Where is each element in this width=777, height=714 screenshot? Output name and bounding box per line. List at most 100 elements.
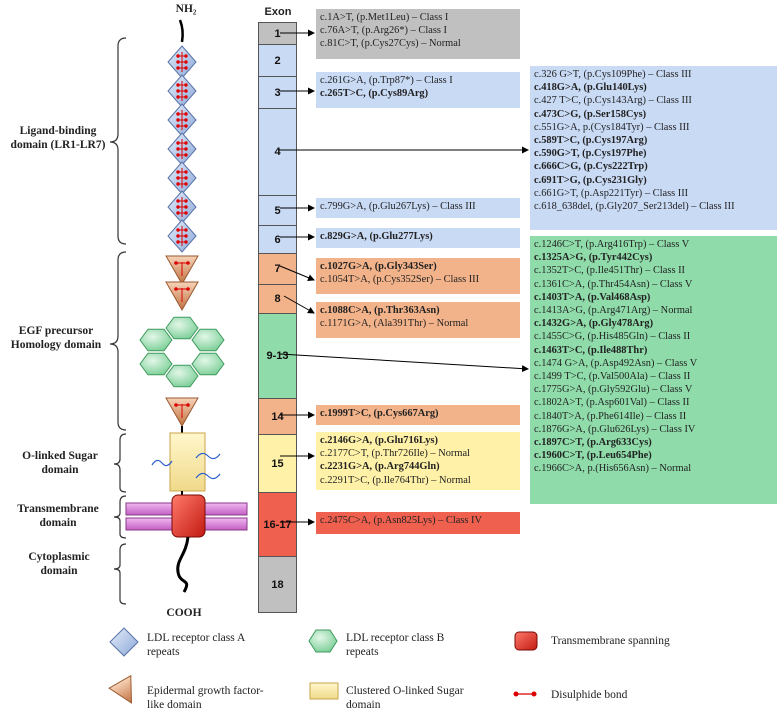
- mutation-entry: c.1361C>A, (p.Thr454Asn) – Class V: [534, 278, 693, 290]
- ldl-class-b-hexagon: [139, 328, 173, 352]
- mutation-entry: c.551G>A, p.(Cys184Tyr) – Class III: [534, 121, 690, 133]
- mutation-box-exon-9-13: c.1246C>T, (p.Arg416Trp) – Class V c.1325…: [530, 236, 777, 504]
- exon-4: 4: [258, 108, 297, 196]
- transmembrane-rounded-square-icon: [514, 631, 538, 651]
- legend-label-egf: Epidermal growth factor-like domain: [147, 685, 264, 711]
- exon-15: 15: [258, 434, 297, 493]
- mutation-entry: c.1463T>C, (p.Ile488Thr): [534, 344, 648, 356]
- mutation-entry: c.1432G>A, (p.Gly478Arg): [534, 318, 654, 330]
- mutation-entry: c.1960C>T, (p.Leu654Phe): [534, 450, 652, 462]
- mutation-entry: c.1499 T>C, (p.Val500Ala) – Class II: [534, 371, 691, 383]
- ldl-class-a-repeat: [167, 161, 197, 195]
- egf-triangle-1: [165, 255, 199, 286]
- disulphide-bond-icon: [513, 691, 537, 697]
- mutation-entry: c.1246C>T, (p.Arg416Trp) – Class V: [534, 239, 690, 250]
- exon-6: 6: [258, 225, 297, 254]
- mutation-entry: c.261G>A, (p.Trp87*) – Class I: [320, 75, 453, 86]
- exon-7: 7: [258, 253, 297, 285]
- mutation-entry: c.661G>T, (p.Asp221Tyr) – Class III: [534, 187, 689, 199]
- mutation-box-exon-16-17: c.2475C>A, (p.Asn825Lys) – Class IV: [316, 512, 520, 534]
- mutation-box-exon-5: c.799G>A, (p.Glu267Lys) – Class III: [316, 198, 520, 218]
- ldl-class-a-repeat: [167, 45, 197, 79]
- mutation-box-exon-3: c.261G>A, (p.Trp87*) – Class I c.265T>C, …: [316, 72, 520, 108]
- ldl-class-b-hexagon: [191, 352, 225, 376]
- mutation-entry: c.76A>T, (p.Arg26*) – Class I: [320, 25, 447, 37]
- mutation-entry: c.427 T>C, (p.Cys143Arg) – Class III: [534, 95, 692, 107]
- mutation-entry: c.799G>A, (p.Glu267Lys) – Class III: [320, 201, 476, 212]
- mutation-box-exon-15: c.2146G>A, (p.Glu716Lys) c.2177C>T, (p.Th…: [316, 432, 520, 490]
- mutation-box-exon-1: c.1A>T, (p.Met1Leu) – Class I c.76A>T, (p…: [316, 9, 520, 59]
- mutation-entry: c.691T>G, (p.Cys231Gly): [534, 174, 647, 186]
- mutation-box-exon-7: c.1027G>A, (p.Gly343Ser) c.1054T>A, (p.Cy…: [316, 258, 520, 294]
- exon-3: 3: [258, 76, 297, 109]
- protein-structure: [125, 19, 248, 593]
- mutation-entry: c.265T>C, (p.Cys89Arg): [320, 88, 429, 100]
- mutation-entry: c.1413A>G, (p.Arg471Arg) – Normal: [534, 305, 693, 317]
- mutation-entry: c.1054T>A, (p.Cys352Ser) – Class III: [320, 274, 480, 286]
- mutation-entry: c.589T>C, (p.Cys197Arg): [534, 135, 648, 147]
- mutation-entry: c.1474 G>A, (p.Asp492Asn) – Class V: [534, 357, 698, 369]
- exon-18: 18: [258, 556, 297, 613]
- egf-triangle-3: [165, 397, 199, 428]
- mutation-entry: c.81C>T, (p.Cys27Cys) – Normal: [320, 38, 461, 50]
- transmembrane-segment: [171, 494, 206, 538]
- legend-label-transmembrane: Transmembrane spanning: [551, 635, 670, 647]
- mutation-entry: c.1171G>A, (Ala391Thr) – Normal: [320, 318, 469, 330]
- mutation-entry: c.1840T>A, (p.Phe614Ile) – Class II: [534, 410, 687, 422]
- mutation-entry: c.1455C>G, (p.His485Gln) – Class II: [534, 331, 691, 343]
- mutation-entry: c.1A>T, (p.Met1Leu) – Class I: [320, 12, 449, 23]
- mutation-entry: c.418G>A, (p.Glu140Lys): [534, 82, 647, 94]
- mutation-box-exon-6: c.829G>A, (p.Glu277Lys): [316, 228, 520, 248]
- ldl-class-a-repeat: [167, 132, 197, 166]
- mutation-entry: c.2146G>A, (p.Glu716Lys): [320, 435, 438, 446]
- mutation-entry: c.1802A>T, (p.Asp601Val) – Class II: [534, 397, 690, 409]
- legend-label-class-b: LDL receptor class B repeats: [346, 632, 445, 658]
- exon-8: 8: [258, 284, 297, 314]
- mutation-entry: c.618_638del, (p.Gly207_Ser213del) – Cla…: [534, 201, 735, 213]
- ldl-class-a-repeat: [167, 219, 197, 253]
- legend-icons: [108, 627, 538, 704]
- ldl-class-b-hexagon: [191, 328, 225, 352]
- ldl-class-b-hexagon: [165, 364, 199, 388]
- mutation-entry: c.1088C>A, (p.Thr363Asn): [320, 305, 440, 316]
- mutation-entry: c.1325A>G, (p.Tyr442Cys): [534, 252, 653, 264]
- exon-header: Exon: [264, 6, 292, 18]
- mutation-entry: c.2177C>T, (p.Thr726Ile) – Normal: [320, 448, 470, 460]
- domain-label-cytoplasmic: Cytoplasmic domain: [28, 551, 90, 577]
- mutation-entry: c.666C>G, (p.Cys222Trp): [534, 161, 648, 173]
- domain-label-egf: EGF precursor Homology domain: [10, 325, 102, 351]
- mutation-box-exon-14: c.1999T>C, (p.Cys667Arg): [316, 405, 520, 425]
- mutation-entry: c.326 G>T, (p.Cys109Phe) – Class III: [534, 69, 692, 80]
- domain-label-o-linked: O-linked Sugar domain: [22, 450, 98, 476]
- mutation-entry: c.1403T>A, (p.Val468Asp): [534, 291, 651, 303]
- legend-label-class-a: LDL receptor class A repeats: [147, 632, 245, 658]
- mutation-box-exon-8: c.1088C>A, (p.Thr363Asn) c.1171G>A, (Ala3…: [316, 302, 520, 338]
- domain-label-ligand-binding: Ligand-binding domain (LR1-LR7): [10, 125, 106, 151]
- egf-triangle-2: [165, 281, 199, 312]
- mutation-entry: c.1352T>C, (p.Ile451Thr) – Class II: [534, 265, 686, 277]
- mutation-entry: c.1966C>A, p.(His656Asn) – Normal: [534, 463, 692, 475]
- legend-label-disulphide: Disulphide bond: [551, 689, 628, 701]
- exon-9-13: 9-13: [258, 313, 297, 399]
- mutation-entry: c.829G>A, (p.Glu277Lys): [320, 231, 433, 242]
- mutation-entry: c.1775G>A, (p.Gly592Glu) – Class V: [534, 384, 693, 396]
- mutation-entry: c.2231G>A, (p.Arg744Gln): [320, 461, 440, 473]
- ldl-class-b-hexagon: [139, 352, 173, 376]
- mutation-entry: c.1999T>C, (p.Cys667Arg): [320, 408, 439, 419]
- o-linked-sugar-domain: [169, 432, 206, 492]
- mutation-entry: c.473C>G, (p.Ser158Cys): [534, 108, 647, 120]
- ldl-class-a-repeat: [167, 74, 197, 108]
- ldl-class-b-hexagon: [165, 316, 199, 340]
- egf-triangle-icon: [108, 674, 133, 704]
- mutation-entry: c.1027G>A, (p.Gly343Ser): [320, 261, 437, 272]
- n-terminus-label: NH₂: [175, 3, 197, 15]
- legend-label-o-linked: Clustered O-linked Sugar domain: [346, 685, 464, 711]
- o-linked-sugar-rect-icon: [309, 682, 339, 700]
- exon-16-17: 16-17: [258, 492, 297, 557]
- mutation-entry: c.2291T>C, (p.Ile764Thr) – Normal: [320, 474, 471, 486]
- exon-2: 2: [258, 44, 297, 77]
- c-terminus-label: COOH: [166, 607, 202, 619]
- ldl-class-a-diamond-icon: [109, 627, 139, 657]
- mutation-entry: c.1897C>T, (p.Arg633Cys): [534, 437, 652, 449]
